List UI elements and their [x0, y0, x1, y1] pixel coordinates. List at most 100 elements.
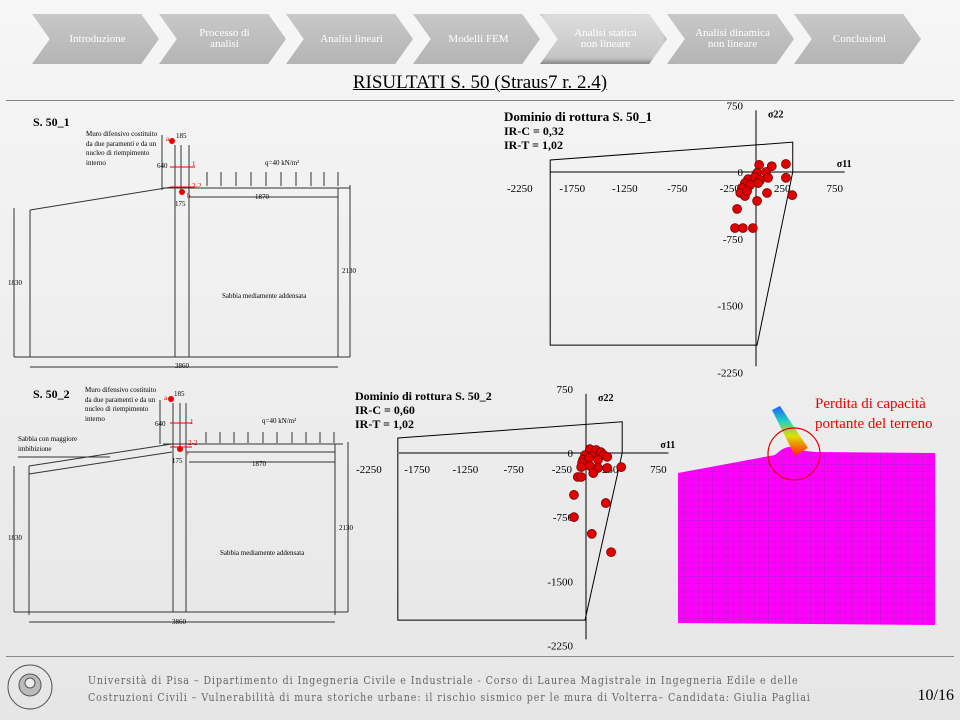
point-b-marker	[179, 189, 185, 195]
svg-text:1830: 1830	[8, 279, 23, 287]
data-point	[585, 444, 595, 455]
nav-step-0[interactable]: Introduzione	[32, 14, 159, 64]
y-tick-label: -2250	[547, 640, 573, 652]
y-tick-label: -1500	[717, 301, 743, 313]
nav-step-3[interactable]: Modelli FEM	[413, 14, 540, 64]
divider	[6, 100, 954, 101]
data-point	[747, 223, 758, 233]
data-point	[762, 188, 772, 198]
data-point	[750, 172, 760, 182]
svg-text:Sabbia mediamente addensata: Sabbia mediamente addensata	[222, 292, 307, 300]
data-point	[753, 178, 763, 188]
data-point	[576, 462, 587, 472]
svg-text:1830: 1830	[8, 534, 23, 542]
data-point	[761, 167, 771, 177]
nav-step-4[interactable]: Analisi statica non lineare	[540, 14, 667, 64]
data-point	[752, 196, 762, 206]
x-tick-label: -1750	[404, 464, 430, 476]
y-tick-label: 750	[727, 100, 744, 112]
svg-text:1870: 1870	[255, 193, 270, 201]
data-point	[787, 190, 798, 200]
x-tick-label: -1250	[453, 464, 479, 476]
point-b-marker	[177, 446, 183, 452]
x-tick-label: -2250	[507, 183, 533, 195]
svg-text:2130: 2130	[342, 267, 357, 275]
x-tick-label: -750	[504, 464, 525, 476]
svg-text:185: 185	[174, 390, 185, 398]
svg-text:175: 175	[172, 457, 183, 465]
data-point	[745, 180, 756, 190]
svg-text:175: 175	[175, 200, 186, 208]
footer-line2: Costruzioni Civili – Vulnerabilità di mu…	[88, 691, 811, 704]
svg-text:q=40 kN/m²: q=40 kN/m²	[265, 159, 299, 167]
section1-label: S. 50_1	[33, 115, 70, 129]
x-tick-label: 250	[774, 183, 791, 195]
y-axis-label: σ22	[768, 109, 783, 120]
data-point	[755, 175, 766, 185]
data-point	[616, 462, 627, 472]
data-point	[584, 453, 594, 463]
svg-text:1: 1	[190, 418, 194, 426]
chart2-irc: IR-C = 0,60	[355, 403, 415, 417]
failure-circle	[767, 427, 821, 481]
footer-line1: Università di Pisa – Dipartimento di Ing…	[88, 674, 799, 687]
chart1-irt: IR-T = 1,02	[504, 138, 563, 152]
svg-text:Sabbia mediamente addensata: Sabbia mediamente addensata	[220, 549, 305, 557]
wall-note: Muro difensivo costituito da due paramen…	[85, 386, 157, 423]
data-point	[763, 172, 773, 183]
data-point	[781, 172, 791, 183]
data-point	[586, 451, 597, 461]
data-point	[586, 528, 597, 539]
data-point	[602, 451, 613, 462]
x-tick-label: -1750	[559, 183, 585, 195]
svg-text:640: 640	[155, 420, 166, 428]
data-point	[766, 161, 777, 172]
section1-drawing: Muro difensivo costituito da due paramen…	[8, 130, 357, 370]
data-point	[600, 498, 611, 508]
svg-text:185: 185	[176, 132, 187, 140]
point-a-marker	[169, 138, 175, 144]
section2-label: S. 50_2	[33, 387, 70, 401]
data-point	[593, 463, 603, 473]
y-axis-label: σ22	[598, 393, 613, 404]
fem-deformed-mesh-image	[678, 406, 935, 625]
university-seal-logo	[7, 664, 53, 710]
chart2-header: Dominio di rottura S. 50_2 IR-C = 0,60 I…	[355, 389, 492, 431]
data-point	[588, 468, 599, 478]
y-tick-label: 0	[738, 167, 744, 179]
data-point	[781, 159, 791, 169]
x-tick-label: 250	[602, 464, 619, 476]
data-point	[569, 512, 579, 522]
page-title: RISULTATI S. 50 (Straus7 r. 2.4)	[352, 72, 608, 93]
nav-step-5[interactable]: Analisi dinamica non lineare	[667, 14, 794, 64]
data-point	[754, 160, 765, 170]
svg-text:a: a	[164, 394, 168, 402]
nav-step-1[interactable]: Processo di analisi	[159, 14, 286, 64]
section2-drawing: Muro difensivo costituito da due paramen…	[8, 386, 354, 626]
wall-mesh	[772, 406, 808, 456]
x-tick-label: 750	[650, 464, 667, 476]
x-tick-label: -1250	[612, 183, 638, 195]
svg-text:1870: 1870	[252, 460, 267, 468]
chart2-irt: IR-T = 1,02	[355, 417, 414, 431]
x-tick-label: -750	[667, 183, 688, 195]
footer-text: Università di Pisa – Dipartimento di Ing…	[88, 672, 811, 706]
nav-step-2[interactable]: Analisi lineari	[286, 14, 413, 64]
chart1-header: Dominio di rottura S. 50_1 IR-C = 0,32 I…	[504, 110, 652, 153]
data-point	[572, 472, 583, 482]
svg-text:2130: 2130	[339, 524, 354, 532]
data-point	[577, 457, 587, 468]
data-point	[736, 183, 747, 193]
y-tick-label: -2250	[717, 367, 743, 379]
footer-divider	[6, 656, 954, 657]
failure-domain	[549, 141, 794, 346]
nav-step-6[interactable]: Conclusioni	[794, 14, 921, 64]
x-tick-label: 750	[827, 183, 844, 195]
data-point	[752, 168, 762, 178]
svg-text:a: a	[166, 135, 170, 143]
data-point	[735, 188, 746, 198]
svg-text:2-2: 2-2	[192, 182, 202, 190]
y-tick-label: 0	[568, 448, 574, 460]
data-point	[740, 178, 750, 188]
